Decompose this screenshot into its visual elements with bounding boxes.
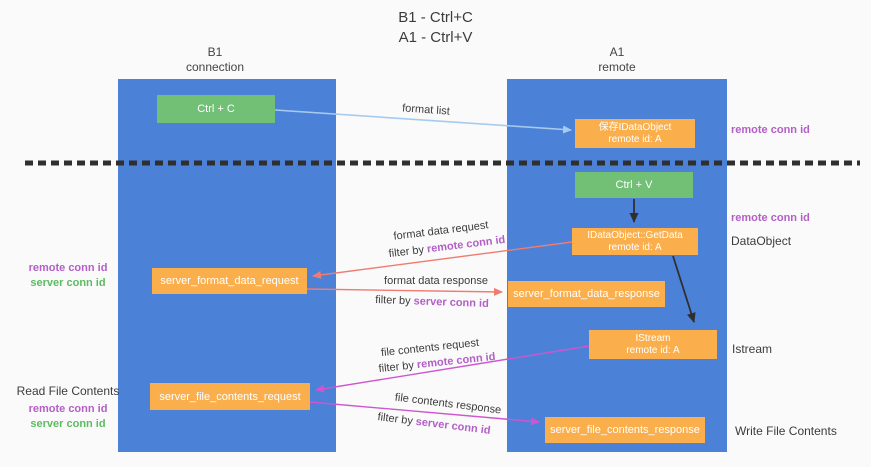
label-format-conn-ids: remote conn id server conn id — [8, 261, 128, 291]
node-server-format-data-response: server_format_data_response — [508, 281, 665, 307]
filter-by-text: filter by — [378, 359, 415, 376]
label-file-conn-ids: remote conn id server conn id — [8, 402, 128, 432]
node-getdata-line2: remote id: A — [608, 241, 662, 253]
node-server-file-contents-response: server_file_contents_response — [545, 417, 705, 443]
node-istream-line2: remote id: A — [626, 344, 680, 356]
node-file-response-label: server_file_contents_response — [550, 424, 700, 436]
label-format-server-conn-id: server conn id — [30, 277, 106, 289]
label-file-server-conn-id: server conn id — [30, 418, 106, 430]
label-file-remote-conn-id: remote conn id — [28, 403, 108, 415]
title-line-2: A1 - Ctrl+V — [398, 29, 473, 46]
lane-a1-name: A1 — [609, 45, 625, 59]
node-file-request-label: server_file_contents_request — [159, 390, 301, 403]
node-save-dataobject: 保存IDataObject remote id: A — [575, 119, 695, 148]
diagram-title: B1 - Ctrl+C A1 - Ctrl+V — [0, 8, 871, 48]
label-format-list: format list — [401, 102, 451, 118]
label-istream: Istream — [732, 342, 773, 356]
label-format-remote-conn-id: remote conn id — [28, 262, 108, 274]
format-data-response-arrow — [306, 287, 503, 296]
lane-b1-role: connection — [185, 60, 245, 74]
filter-by-text: filter by — [388, 243, 425, 261]
node-server-file-contents-request: server_file_contents_request — [150, 383, 310, 410]
title-line-1: B1 - Ctrl+C — [398, 9, 473, 26]
label-file-contents-response: file contents response — [394, 391, 502, 417]
node-ctrl-v-label: Ctrl + V — [615, 179, 653, 191]
lane-b1-name: B1 — [207, 45, 223, 59]
label-remote-conn-id-top: remote conn id — [731, 124, 810, 136]
lane-a1-role: remote — [598, 60, 636, 74]
node-format-response-label: server_format_data_response — [513, 288, 660, 300]
node-ctrl-c-label: Ctrl + C — [197, 103, 235, 115]
label-write-file-contents: Write File Contents — [735, 424, 837, 438]
node-format-request-label: server_format_data_request — [160, 275, 299, 287]
node-save-dataobject-line1: 保存IDataObject — [598, 121, 672, 133]
label-read-file-contents: Read File Contents — [16, 384, 120, 398]
node-save-dataobject-line2: remote id: A — [608, 133, 662, 145]
node-idataobject-getdata: IDataObject::GetData remote id: A — [572, 228, 698, 255]
node-istream: IStream remote id: A — [589, 330, 717, 359]
filter-by-text: filter by — [376, 411, 414, 428]
label-remote-conn-id-mid: remote conn id — [731, 212, 810, 224]
label-format-data-response: format data response — [384, 275, 488, 287]
node-getdata-line1: IDataObject::GetData — [587, 229, 683, 241]
server-conn-id-highlight: server conn id — [413, 295, 490, 310]
lane-header-a1: A1 remote — [507, 45, 727, 75]
node-ctrl-v: Ctrl + V — [575, 172, 693, 198]
label-dataobject: DataObject — [731, 234, 792, 248]
node-ctrl-c: Ctrl + C — [157, 95, 275, 123]
node-server-format-data-request: server_format_data_request — [152, 268, 307, 294]
node-istream-line1: IStream — [635, 332, 671, 344]
server-conn-id-highlight: server conn id — [415, 415, 492, 437]
filter-by-text: filter by — [374, 294, 411, 308]
lane-header-b1: B1 connection — [105, 45, 325, 75]
